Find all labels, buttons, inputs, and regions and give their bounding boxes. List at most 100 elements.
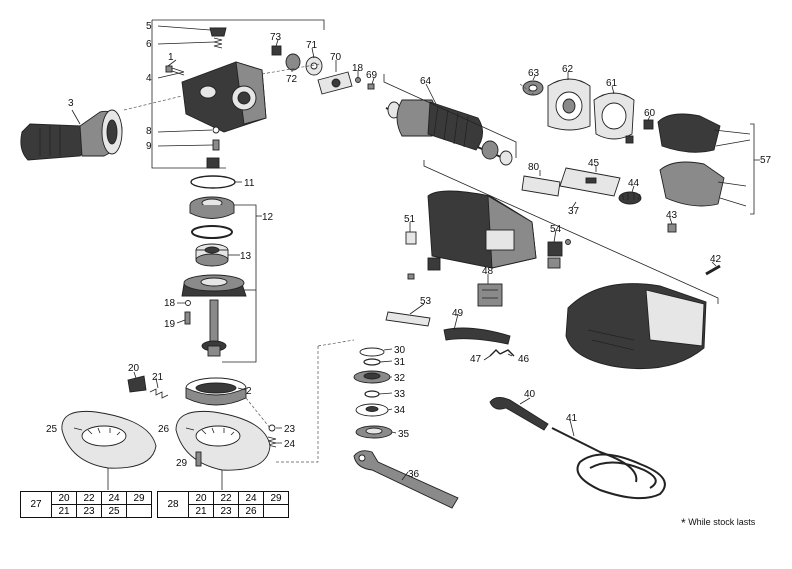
callout-label: 51 <box>404 214 416 225</box>
callout-label: 57 <box>760 155 772 166</box>
screw-42-part <box>705 264 721 276</box>
lock-spring-part <box>213 37 223 49</box>
kit-table-cell <box>126 504 152 518</box>
lock-pin-washer-part <box>212 126 220 134</box>
housing-screw-part <box>165 65 185 76</box>
callout-label: 49 <box>452 308 464 319</box>
nut-34-part <box>355 403 389 417</box>
callout-label: 48 <box>482 266 494 277</box>
callout-label: 2 <box>246 386 252 397</box>
callout-label: 36 <box>408 469 420 480</box>
footnote-asterisk: * <box>681 516 686 530</box>
callout-label: 60 <box>644 108 656 119</box>
callout-label: 69 <box>366 70 378 81</box>
callout-label: 71 <box>306 40 318 51</box>
module-48-part <box>477 283 503 307</box>
switch-51-part <box>405 231 417 245</box>
screw-43-part <box>667 223 677 233</box>
switch-bar-part <box>559 167 621 197</box>
lock-pin-part <box>212 139 220 151</box>
callout-label: 13 <box>240 251 252 262</box>
callout-label: 63 <box>528 68 540 79</box>
callout-label: 20 <box>128 363 140 374</box>
callout-label: 35 <box>398 429 410 440</box>
callout-label: 72 <box>286 74 298 85</box>
kit-table-cell: 20 <box>188 491 214 505</box>
callout-label: 44 <box>628 178 640 189</box>
flange-washer-part <box>185 300 191 306</box>
kit-table-cell: 22 <box>213 491 239 505</box>
guard-lever-part <box>127 375 147 393</box>
callout-label: 32 <box>394 373 406 384</box>
ring-33-part <box>364 390 380 398</box>
callout-label: 61 <box>606 78 618 89</box>
kit-table-cell: 29 <box>126 491 152 505</box>
callout-label: 25 <box>46 424 58 435</box>
callout-label: 11 <box>244 178 255 189</box>
kit-table-head: 28 <box>157 491 189 518</box>
callout-label: 40 <box>524 389 536 400</box>
kit-table-cell: 26 <box>238 504 264 518</box>
nut-73-part <box>271 45 282 56</box>
callout-label: 4 <box>146 73 152 84</box>
callout-label: 62 <box>562 64 574 75</box>
callout-label: 64 <box>420 76 432 87</box>
ball-bearing-part <box>195 243 229 267</box>
callout-label: 6 <box>146 39 152 50</box>
callout-label: 41 <box>566 413 578 424</box>
lever-49-part <box>443 327 511 345</box>
brush-holder-part <box>593 92 635 144</box>
callout-label: 33 <box>394 389 406 400</box>
spindle-flange-part <box>189 196 235 219</box>
callout-label: 54 <box>550 224 562 235</box>
callout-label: 42 <box>710 254 722 265</box>
lever-spring-part <box>149 388 169 399</box>
wheel-guard-26-part <box>175 410 271 471</box>
plate-53-part <box>385 311 431 327</box>
guard-pin-part <box>268 424 276 432</box>
kit-table-cell: 24 <box>238 491 264 505</box>
callout-label: 47 <box>470 354 482 365</box>
bearing-63-part <box>522 80 544 96</box>
callout-label: 26 <box>158 424 170 435</box>
callout-label: 34 <box>394 405 406 416</box>
callout-label: 9 <box>146 141 152 152</box>
callout-label: 5 <box>146 21 152 32</box>
spanner-wrench-part <box>353 450 459 509</box>
callout-label: 45 <box>588 158 600 169</box>
kit-table-cell: 23 <box>76 504 102 518</box>
callout-label: 8 <box>146 126 152 137</box>
washer-71-part <box>305 56 323 76</box>
callout-label: 70 <box>330 52 342 63</box>
screw-18-upper-part <box>355 77 361 83</box>
lock-knob-part <box>209 27 227 37</box>
kit-table-head: 27 <box>20 491 52 518</box>
callout-label: 23 <box>284 424 296 435</box>
callout-label: 46 <box>518 354 530 365</box>
switch-54-part <box>547 239 571 269</box>
bearing-plate-70-part <box>317 71 353 95</box>
kit-table-cell: 20 <box>51 491 77 505</box>
o-ring-part <box>190 175 236 189</box>
bearing-72-part <box>285 53 301 71</box>
kit-table-cell: 22 <box>76 491 102 505</box>
ring-31-part <box>363 358 381 366</box>
callout-label: 73 <box>270 32 282 43</box>
footnote: * While stock lasts <box>681 516 755 530</box>
kit-table-cell: 21 <box>51 504 77 518</box>
callout-label: 21 <box>152 372 164 383</box>
bearing-flange-part <box>181 274 247 297</box>
flange-35-part <box>355 425 393 439</box>
callout-label: 80 <box>528 162 540 173</box>
brush-60-part <box>643 119 654 130</box>
kit-table-28: 28 20 22 24 29 21 23 26 <box>157 491 289 518</box>
callout-label: 29 <box>176 458 188 469</box>
callout-label: 18 <box>164 298 176 309</box>
speed-knob-part <box>618 191 642 205</box>
callout-label: 30 <box>394 345 406 356</box>
callout-label: 19 <box>164 319 176 330</box>
power-cord-part <box>551 427 666 500</box>
flange-32-part <box>353 370 391 384</box>
kit-table-cell: 24 <box>101 491 127 505</box>
